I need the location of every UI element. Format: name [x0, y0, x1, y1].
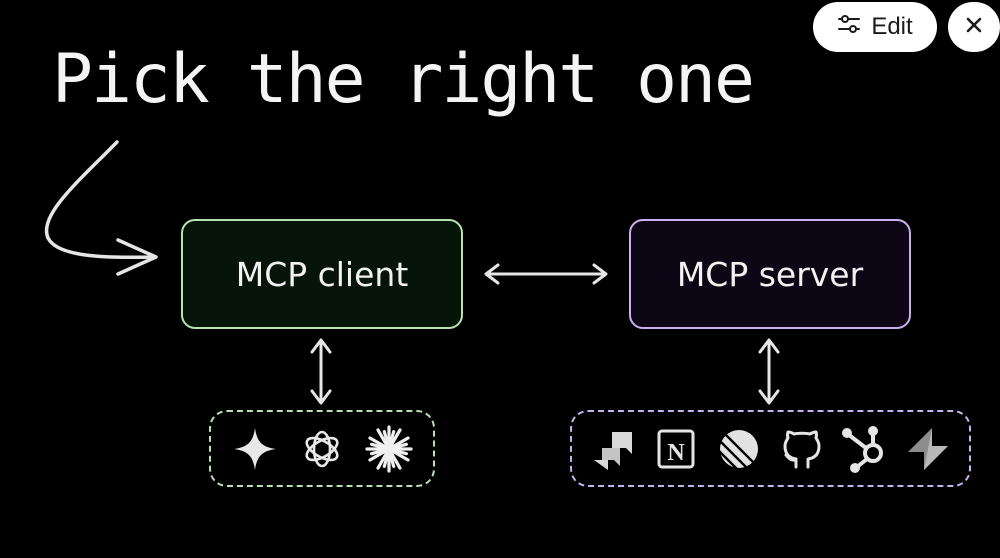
mcp-server-label: MCP server — [676, 254, 864, 294]
server-apps-group: N — [570, 410, 971, 487]
close-icon — [965, 16, 983, 39]
sliders-icon — [837, 13, 861, 42]
jira-icon — [588, 424, 638, 474]
pointer-arrow-head — [116, 238, 158, 276]
edit-label: Edit — [871, 13, 913, 40]
page-title: Pick the right one — [52, 40, 755, 119]
mcp-client-label: MCP client — [235, 254, 409, 294]
pointer-arrow — [44, 140, 157, 260]
mcp-server-node: MCP server — [629, 219, 911, 329]
github-icon — [777, 424, 827, 474]
openai-icon — [297, 424, 347, 474]
svg-text:N: N — [668, 440, 686, 466]
client-apps-group — [209, 410, 435, 487]
starburst-icon — [364, 424, 414, 474]
supabase-icon — [903, 424, 953, 474]
notion-icon: N — [651, 424, 701, 474]
hubspot-icon — [840, 424, 890, 474]
linear-icon — [714, 424, 764, 474]
sparkle-icon — [230, 424, 280, 474]
mcp-client-node: MCP client — [181, 219, 463, 329]
close-button[interactable] — [948, 2, 1000, 52]
edit-button[interactable]: Edit — [813, 2, 937, 52]
